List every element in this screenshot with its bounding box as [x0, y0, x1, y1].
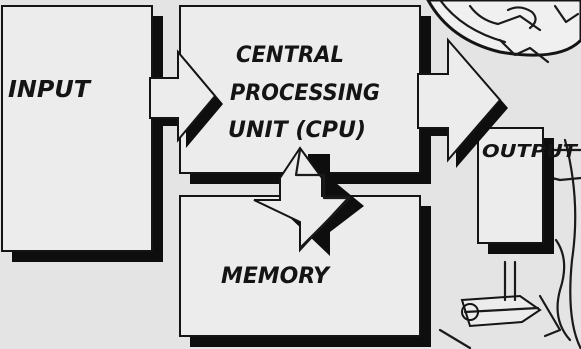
cpu-label-line-3: UNIT (CPU) — [228, 118, 366, 143]
cartoon-lens-illustration — [426, 0, 581, 64]
arrow-cpu-to-output — [417, 37, 508, 168]
input-block — [1, 5, 163, 262]
arrow-cpu-memory-bidirectional — [253, 146, 364, 256]
output-block-body — [477, 127, 544, 244]
cpu-label-line-2: PROCESSING — [230, 81, 380, 106]
output-label: OUTPUT — [482, 141, 579, 162]
input-label: INPUT — [8, 77, 92, 103]
memory-label: MEMORY — [221, 264, 331, 289]
cpu-label-line-1: CENTRAL — [236, 43, 344, 68]
output-block — [477, 127, 554, 254]
input-block-body — [1, 5, 153, 252]
memory-block — [179, 195, 431, 347]
arrow-input-to-cpu — [149, 49, 223, 148]
